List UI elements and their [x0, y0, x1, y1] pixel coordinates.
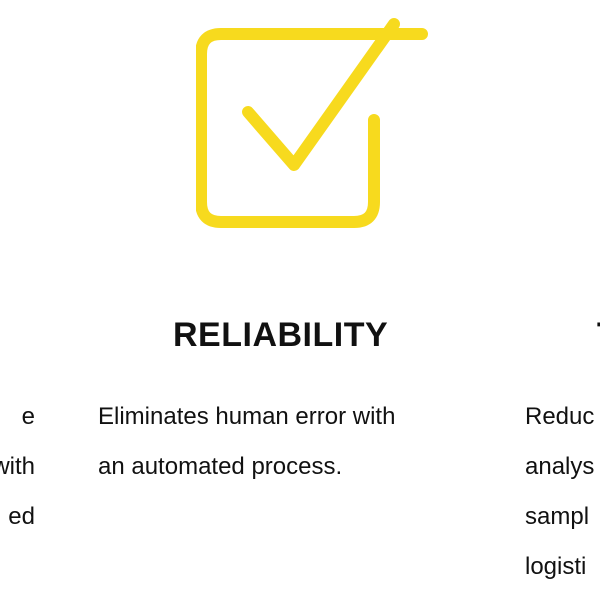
desc-line: ed — [8, 503, 35, 530]
feature-title-right: T — [597, 314, 600, 356]
feature-description-left: e with ed — [0, 392, 35, 542]
feature-description: Eliminates human error with an automated… — [98, 392, 478, 492]
desc-line: analys — [525, 453, 595, 480]
feature-description-right: Reduc analys sampl logisti — [525, 392, 600, 592]
feature-card-left: e with ed — [0, 0, 40, 600]
feature-card-right: T Reduc analys sampl logisti — [525, 0, 600, 600]
desc-line: Eliminates human error with — [98, 403, 396, 430]
desc-line: logisti — [525, 553, 587, 580]
checkbox-check-icon — [196, 18, 428, 228]
desc-line: sampl — [525, 503, 590, 530]
feature-title: RELIABILITY — [173, 316, 389, 354]
desc-line: Reduc — [525, 403, 595, 430]
desc-line: e — [21, 403, 35, 430]
desc-line: an automated process. — [98, 453, 343, 480]
feature-card-reliability: RELIABILITY Eliminates human error with … — [98, 0, 488, 600]
desc-line: with — [0, 453, 35, 480]
